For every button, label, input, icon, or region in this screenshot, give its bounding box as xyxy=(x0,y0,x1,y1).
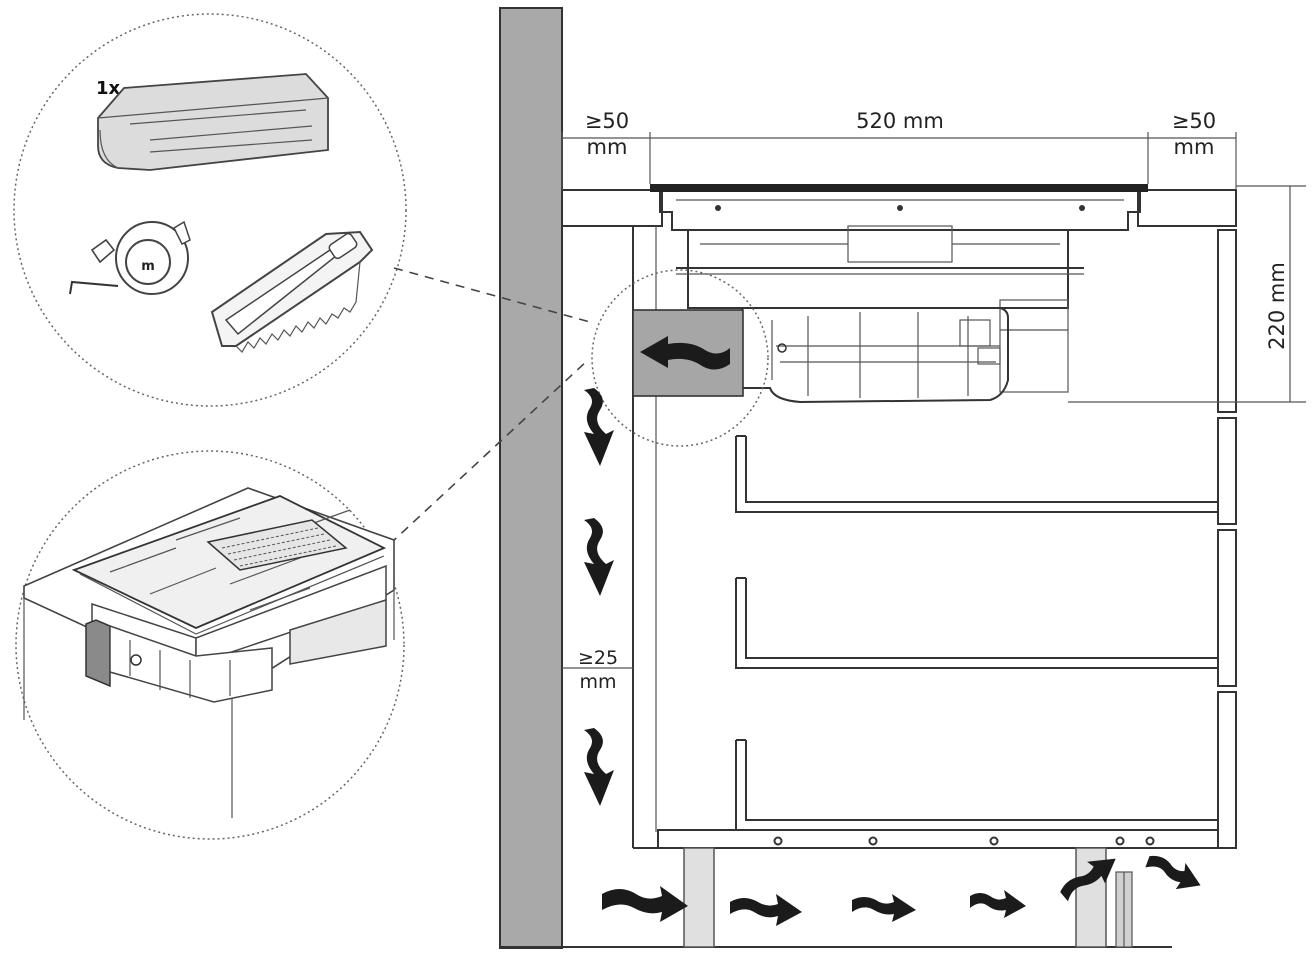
down-arrow-2 xyxy=(584,518,614,596)
floor-arrow-1 xyxy=(602,886,688,922)
tape-measure-icon: m xyxy=(69,220,191,295)
drawer-2 xyxy=(735,577,1218,669)
gap-right-value: ≥50 xyxy=(1172,109,1216,133)
saw-icon xyxy=(210,230,374,353)
floor-arrow-2 xyxy=(730,894,802,926)
gap-left-value: ≥50 xyxy=(585,109,629,133)
fan-motor-unit xyxy=(741,307,1009,404)
plinth-leg-left xyxy=(683,847,715,948)
floor-arrow-out xyxy=(1145,855,1201,890)
floor-arrow-3 xyxy=(852,894,916,922)
drawer-front-top xyxy=(1217,229,1237,413)
outlet-air-arrow xyxy=(640,336,730,370)
detail-callout-circle xyxy=(591,269,769,447)
hob-glass xyxy=(650,184,1148,192)
drawer-front-1 xyxy=(1217,417,1237,525)
installed-hob-circle xyxy=(15,450,405,840)
width-dimension: 520 mm xyxy=(856,109,944,133)
floor-arrow-up xyxy=(1060,858,1116,902)
cabinet-base-rail xyxy=(657,829,1219,849)
installed-hob-illustration xyxy=(23,487,395,818)
worktop-left xyxy=(561,189,663,227)
height-dimension: 220 mm xyxy=(1265,262,1289,350)
gap-right-unit: mm xyxy=(1174,135,1215,159)
filter-quantity: 1x xyxy=(96,78,121,99)
worktop-right xyxy=(1137,189,1237,227)
wall xyxy=(499,7,563,949)
drawer-front-2 xyxy=(1217,529,1237,687)
accessories-circle xyxy=(13,13,407,407)
floor-arrow-4 xyxy=(970,890,1026,918)
tape-measure-letter: m xyxy=(141,259,155,274)
down-arrow-3 xyxy=(584,728,614,806)
rear-gap-unit: mm xyxy=(579,671,616,693)
drawer-front-3 xyxy=(1217,691,1237,849)
drawer-1 xyxy=(735,435,1218,513)
filter-pack xyxy=(97,73,329,171)
rear-gap-value: ≥25 xyxy=(578,647,618,669)
down-arrow-1 xyxy=(584,388,614,466)
drawer-3 xyxy=(735,739,1218,830)
gap-left-unit: mm xyxy=(587,135,628,159)
